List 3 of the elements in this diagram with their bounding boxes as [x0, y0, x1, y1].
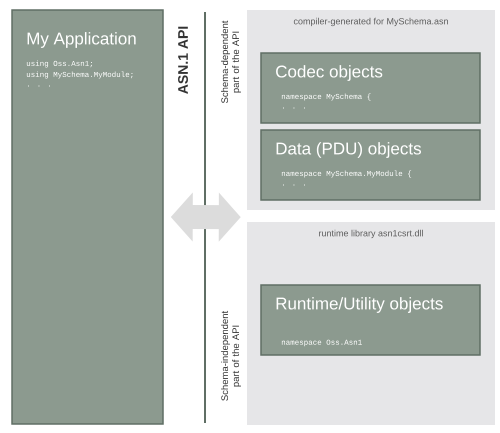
side-label: Schema-dependent part of the API: [221, 20, 241, 103]
side-label: Schema-independent part of the API: [221, 310, 241, 401]
api-title: ASN.1 API: [178, 26, 188, 94]
